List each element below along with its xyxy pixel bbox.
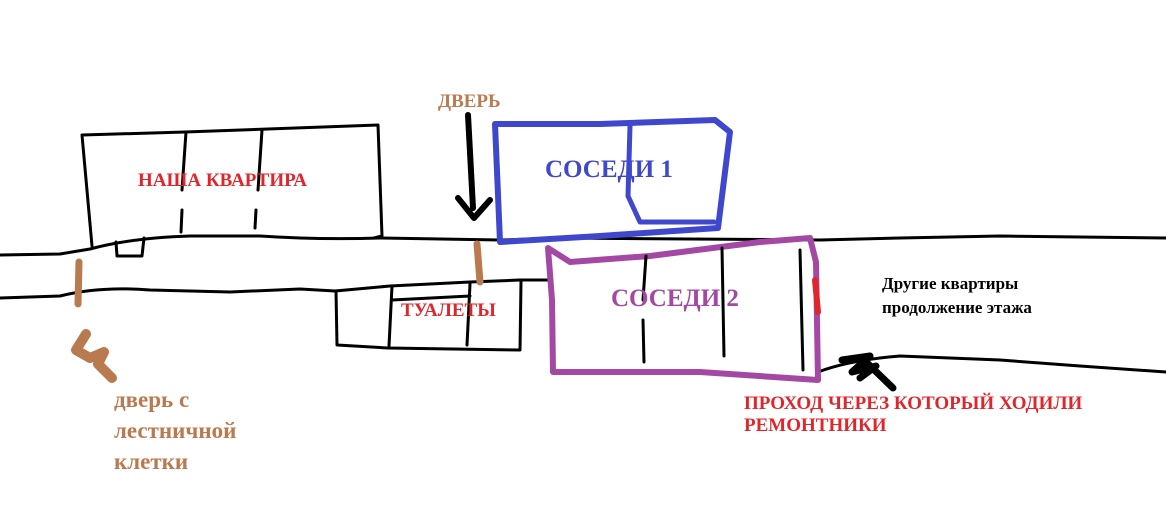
passage-label: ПРОХОД ЧЕРЕЗ КОТОРЫЙ ХОДИЛИ РЕМОНТНИКИ xyxy=(744,393,1082,437)
stairwell-door-pointer-icon xyxy=(71,329,117,383)
other-apartments-line-1: Другие квартиры xyxy=(882,274,1019,293)
stairwell-door-label: дверь с лестничной клетки xyxy=(114,384,236,477)
our-apartment-label: НАША КВАРТИРА xyxy=(138,170,307,191)
neighbors-2-divider-1 xyxy=(641,254,648,364)
neighbors-2-divider-2 xyxy=(720,246,726,358)
other-apartments-label: Другие квартиры продолжение этажа xyxy=(882,272,1032,320)
neighbors-2-label: СОСЕДИ 2 xyxy=(611,285,739,312)
neighbors-1-outline xyxy=(492,117,733,245)
neighbors-2-divider-3 xyxy=(798,248,805,372)
door-label: ДВЕРЬ xyxy=(438,91,501,112)
neighbors-1-divider xyxy=(625,123,717,225)
passage-line-2: РЕМОНТНИКИ xyxy=(744,415,887,436)
stairwell-door-line-1: дверь с xyxy=(114,387,190,412)
our-apartment-outline xyxy=(80,123,384,248)
passage-mark xyxy=(812,277,821,315)
neighbors-2-outline xyxy=(545,235,821,383)
stairwell-door-line-2: лестничной xyxy=(114,418,237,443)
corridor-lower-wall-left xyxy=(0,278,550,300)
our-apartment-divider-1 xyxy=(179,130,188,234)
corridor-upper-wall xyxy=(0,234,1166,257)
neighbors-1-label: СОСЕДИ 1 xyxy=(545,156,673,183)
stairwell-door-mark xyxy=(74,258,83,308)
other-apartments-line-2: продолжение этажа xyxy=(882,298,1032,317)
passage-scribble-icon xyxy=(838,352,897,392)
stairwell-door-line-3: клетки xyxy=(114,449,189,474)
our-apartment-divider-2 xyxy=(253,128,264,230)
passage-line-1: ПРОХОД ЧЕРЕЗ КОТОРЫЙ ХОДИЛИ xyxy=(744,393,1083,414)
toilets-inner-box xyxy=(387,282,472,348)
our-door-mark xyxy=(473,240,484,286)
our-apartment-nook xyxy=(114,236,146,258)
door-arrow-icon xyxy=(455,112,493,221)
toilets-block-outline xyxy=(334,280,523,352)
toilets-label: ТУАЛЕТЫ xyxy=(401,300,496,321)
